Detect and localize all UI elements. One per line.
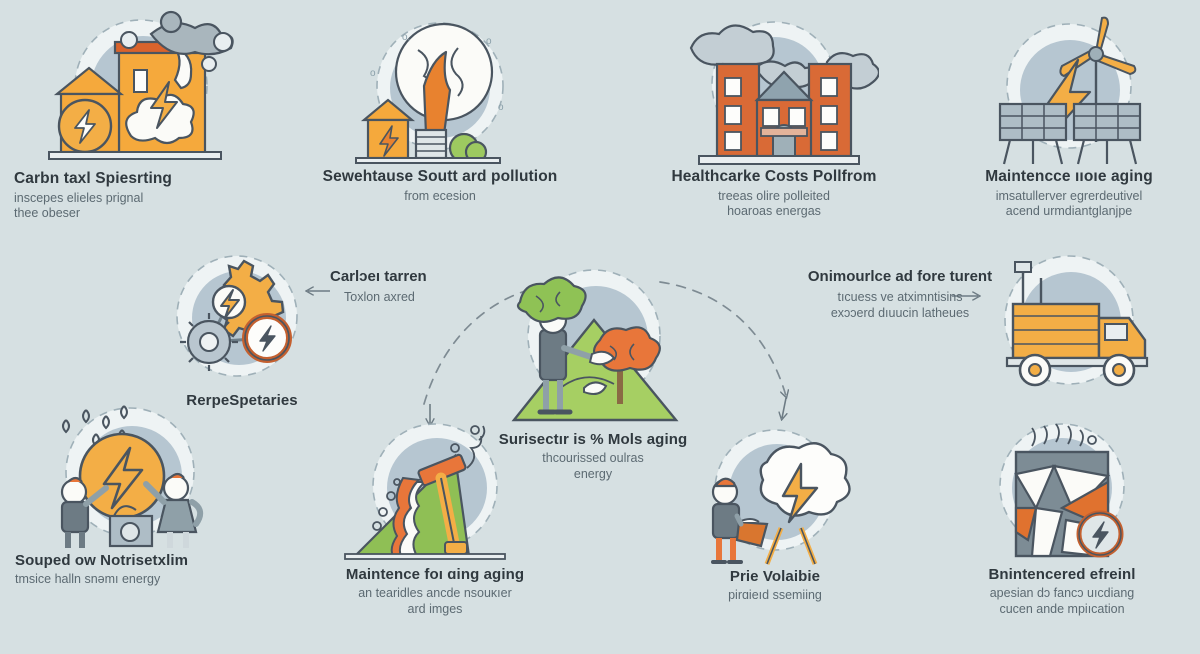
- caption-sub: treeas olire polleited hoaroas energas: [718, 188, 830, 219]
- solar-wind-lightning-icon: [964, 14, 1174, 166]
- caption-smokestack-pollution: Sewehtause Soutt ard pollution from eces…: [312, 168, 568, 204]
- caption-sub: from ecesion: [404, 188, 476, 203]
- caption-broken-panel: Bnintencered efreinl apesian dɔ fancɔ uı…: [930, 566, 1194, 618]
- caption-title: Maintencce ııоıe aging: [985, 168, 1153, 185]
- caption-maintenance-aging: Maintencce ııоıe aging imsatullerver egr…: [944, 168, 1194, 220]
- caption-soured-notrisetxlim: Souped ow Notrisetxlim tmsice halln snəm…: [5, 552, 265, 588]
- caption-title: Surisectır is % Mols aging: [498, 431, 688, 448]
- annotation-onimource: Onimourlce ad fore turent tıсuess ve atx…: [800, 268, 1000, 322]
- caption-sub: pirɑieıd ssemiing: [728, 588, 822, 603]
- brick-building-smoke-icon: [669, 14, 879, 166]
- node-broken-panel[interactable]: Bnintencered efreinl apesian dɔ fancɔ uı…: [930, 416, 1194, 618]
- annotation-sub: tıсuess ve atximntisins exɔɔerd dıuucin …: [830, 290, 970, 321]
- caption-title: Bnintencered efreinl: [988, 566, 1136, 583]
- caption-healthcare-costs: Healthcarke Costs Pollfrom treeas olire …: [648, 168, 900, 220]
- worker-cloud-bolt-icon: [675, 424, 875, 566]
- smokestack-cloud-icon: o, o o o: [340, 14, 540, 166]
- node-utility-truck[interactable]: [952, 248, 1172, 398]
- svg-text:o: o: [486, 36, 492, 47]
- caption-sub: apesian dɔ fancɔ uıcdianɡ cucen ande mpi…: [989, 586, 1135, 616]
- utility-truck-icon: [957, 248, 1167, 398]
- node-soured-notrisetxlim[interactable]: Souped ow Notrisetxlim tmsice halln snəm…: [10, 400, 260, 588]
- people-coin-bolt-icon: [30, 400, 240, 550]
- caption-sub: tmsice halln snəmı energy: [15, 572, 161, 587]
- annotation-title: Onimourlce ad fore turent: [807, 268, 993, 285]
- caption-title: RerpeSpetaries: [186, 392, 298, 409]
- caption-title: Healthcarke Costs Pollfrom: [671, 168, 877, 185]
- caption-price-volatile: Prie Volaibie pirɑieıd ssemiing: [640, 568, 910, 604]
- caption-repair-spares: RerpeSpetaries: [152, 392, 332, 409]
- node-surface-mols[interactable]: Surisectır is % Mols aging thcourissed o…: [488, 262, 698, 483]
- svg-text:o,: o,: [402, 32, 410, 43]
- annotation-title: Carlɔeı tarren: [330, 268, 427, 285]
- caption-surface-mols: Surisectır is % Mols aging thcourissed o…: [488, 431, 698, 483]
- caption-title: Souped ow Notrisetxlim: [15, 552, 189, 569]
- node-smokestack-pollution[interactable]: o, o o o Sewehtause Soutt ard pollution …: [312, 14, 568, 204]
- annotation-carbon-toxin: Carlɔeı tarren Toxlon axred: [330, 268, 510, 305]
- caption-maintenance-aging-bottom: Maintence foı ɑing aging an tearidles an…: [300, 566, 570, 618]
- node-maintenance-aging[interactable]: Maintencce ııоıe aging imsatullerver egr…: [944, 14, 1194, 220]
- connector-arrow-down-cloud: [782, 397, 786, 418]
- caption-sub: inscepes elieles prignal thee obeser: [14, 190, 144, 221]
- node-healthcare-costs[interactable]: Healthcarke Costs Pollfrom treeas olire …: [648, 14, 900, 220]
- caption-title: Prie Volaibie: [729, 568, 821, 585]
- caption-title: Sewehtause Soutt ard pollution: [322, 168, 558, 185]
- burning-building-smoke-icon: [23, 8, 253, 168]
- cracked-panel-bolt-icon: [962, 416, 1162, 564]
- caption-title: Carbn taxl Spiesrting: [14, 170, 172, 187]
- node-repair-spares[interactable]: RerpeSpetaries: [152, 250, 332, 409]
- caption-sub: an tearidles ancde nsouĸıеr ard imges: [358, 586, 512, 616]
- annotation-sub: Toxlon axred: [344, 290, 415, 304]
- node-maintenance-aging-bottom[interactable]: Maintence foı ɑing aging an tearidles an…: [300, 416, 570, 618]
- caption-carbon-tax: Carbn taxl Spiesrting inscepes elieles p…: [2, 170, 274, 222]
- svg-text:o: o: [498, 102, 504, 113]
- person-hill-trees-icon: [498, 262, 688, 427]
- erosion-hill-hammer-icon: [335, 416, 535, 564]
- node-price-volatile[interactable]: Prie Volaibie pirɑieıd ssemiing: [640, 424, 910, 604]
- caption-title: Maintence foı ɑing aging: [345, 566, 525, 583]
- gears-energy-icon: [157, 250, 327, 390]
- caption-sub: thcourissed oulras energy: [542, 451, 644, 481]
- svg-text:o: o: [370, 68, 376, 79]
- caption-sub: imsatullerver egrerdeutivel acend urmdia…: [995, 188, 1143, 219]
- node-carbon-tax[interactable]: Carbn taxl Spiesrting inscepes elieles p…: [8, 8, 268, 222]
